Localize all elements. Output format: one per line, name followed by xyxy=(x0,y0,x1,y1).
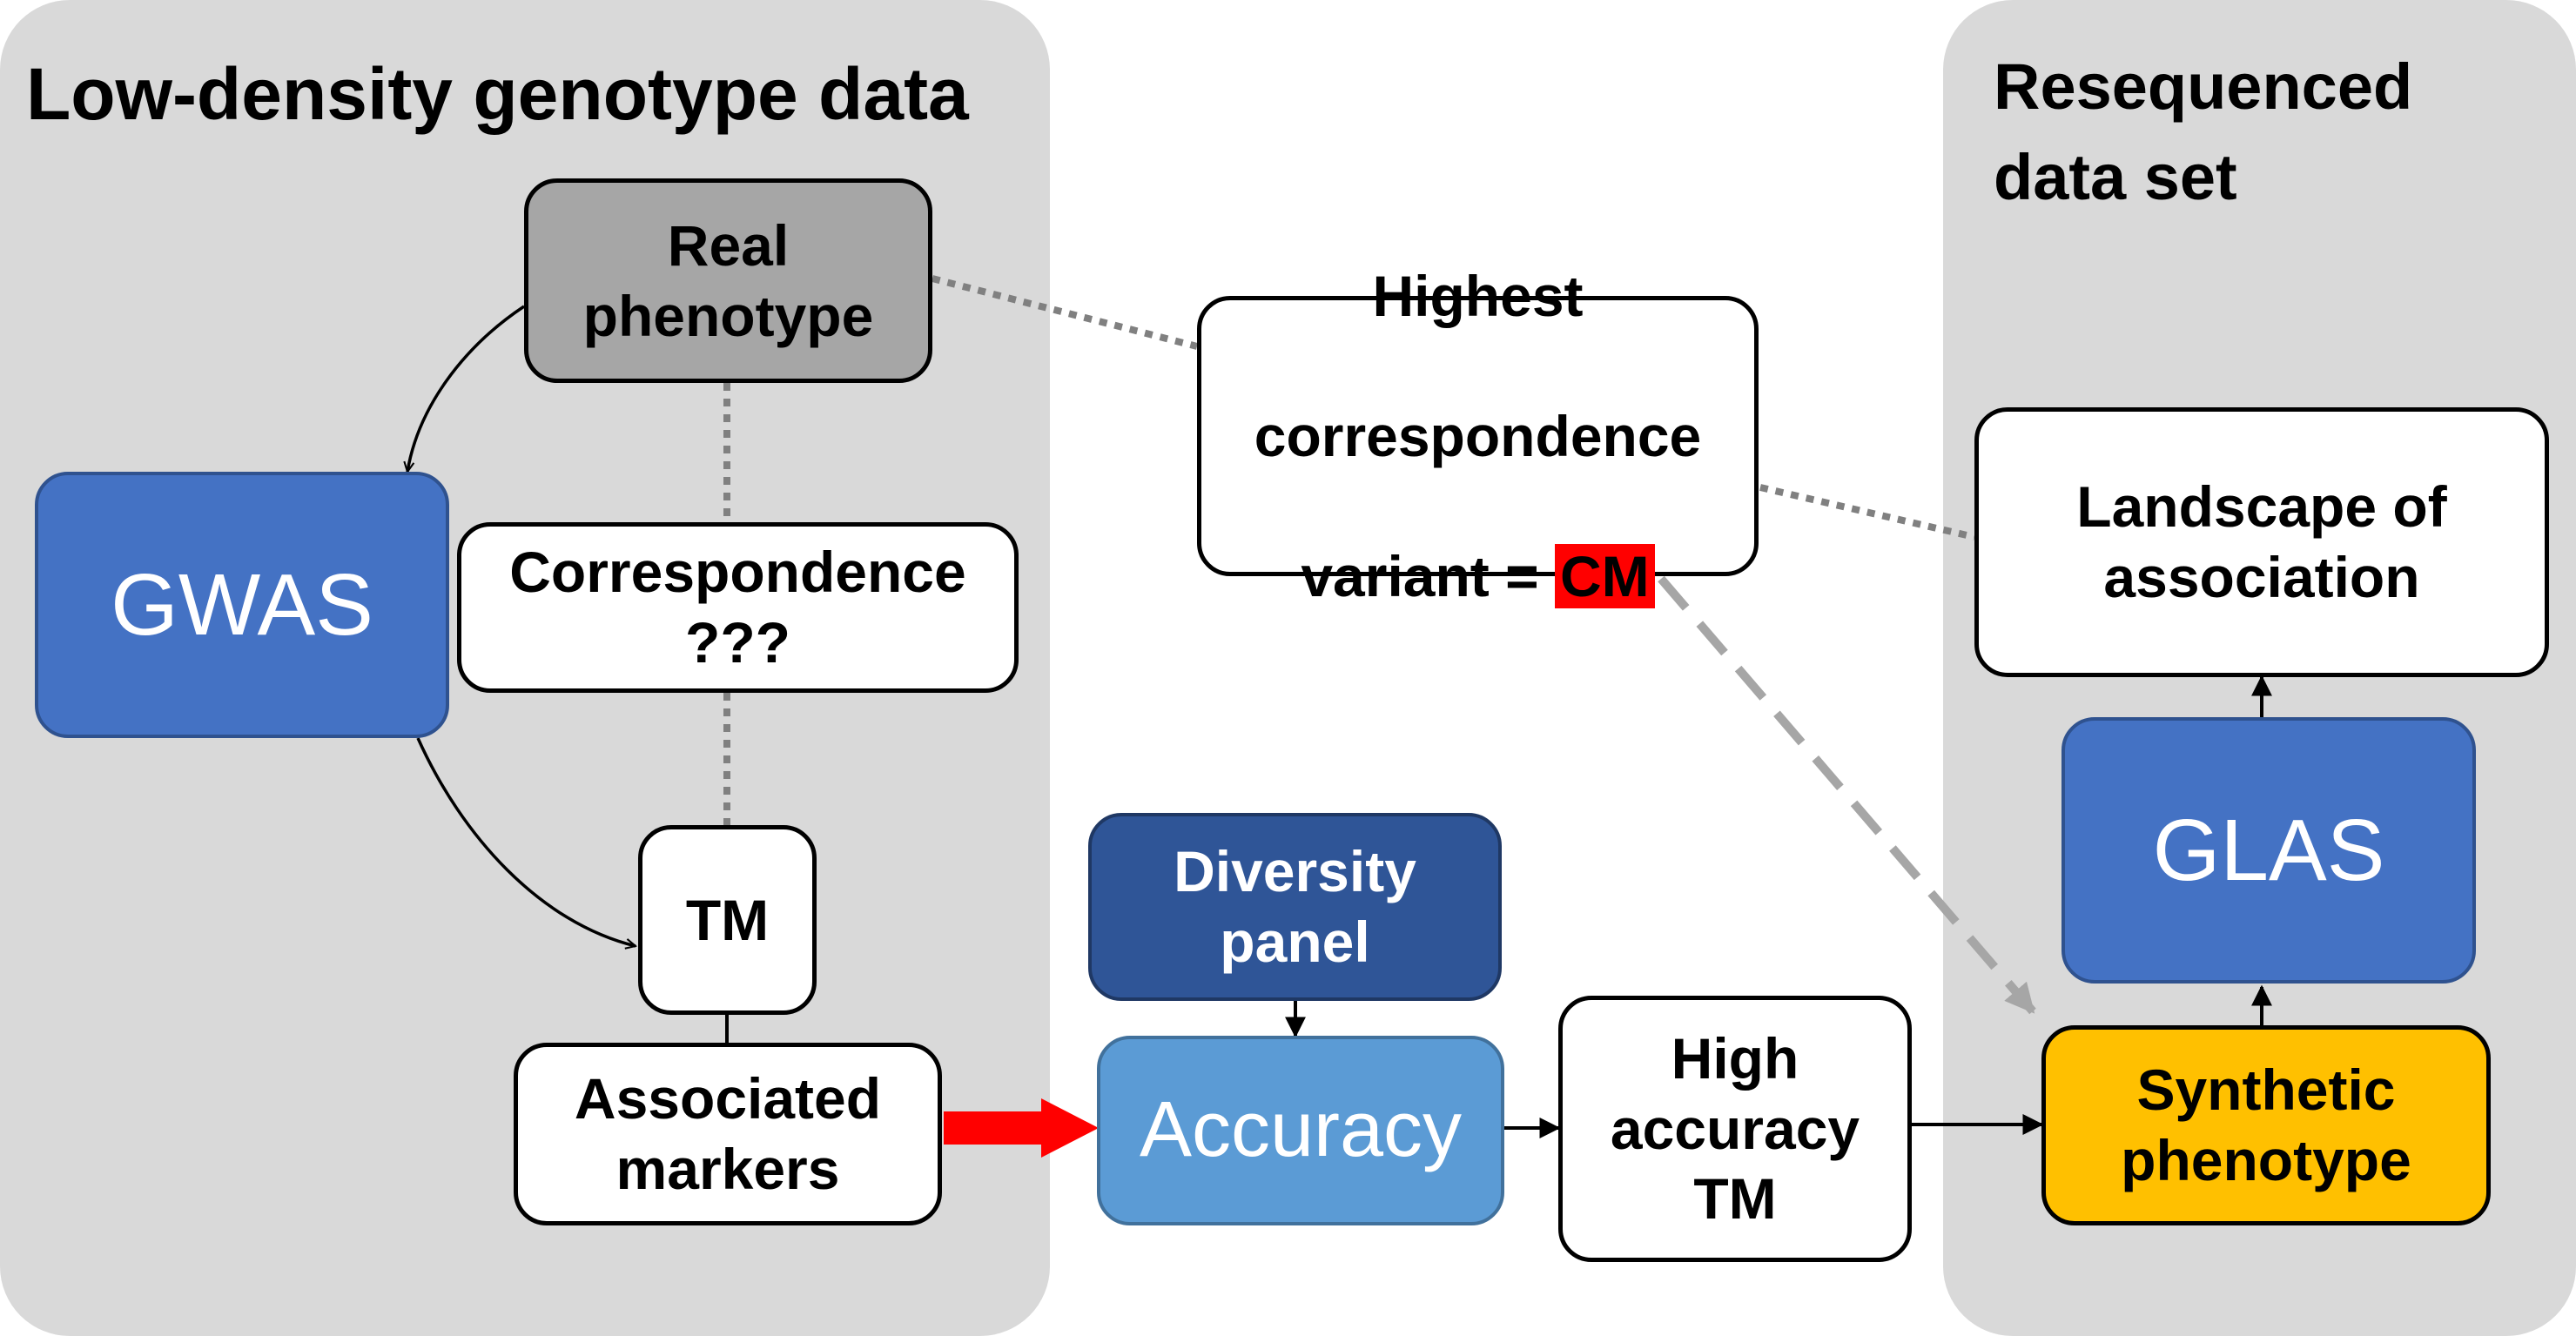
correspondence-box: Correspondence ??? xyxy=(457,522,1019,693)
arrow-gwas-to-tm xyxy=(416,737,636,946)
highest-line3-prefix: variant = xyxy=(1301,543,1555,608)
landscape-box: Landscape of association xyxy=(1974,407,2549,677)
associated-markers-box: Associated markers xyxy=(514,1043,942,1225)
red-arrow-associated-to-accuracy xyxy=(944,1098,1099,1158)
tm-box: TM xyxy=(638,825,817,1015)
real-phenotype-box: Real phenotype xyxy=(524,178,932,383)
highest-line3: variant = CM xyxy=(1254,541,1702,612)
arrow-phenotype-to-gwas xyxy=(407,305,525,472)
low-density-panel-title: Low-density genotype data xyxy=(26,53,969,135)
diversity-panel-box: Diversity panel xyxy=(1088,813,1502,1001)
glas-box: GLAS xyxy=(2061,717,2476,984)
high-accuracy-tm-box: High accuracy TM xyxy=(1558,996,1912,1262)
dashed-cm-to-synthetic xyxy=(1658,575,2036,1015)
gwas-box: GWAS xyxy=(35,472,449,738)
highest-correspondence-box: Highest correspondence variant = CM xyxy=(1197,264,1759,608)
synthetic-phenotype-box: Synthetic phenotype xyxy=(2041,1025,2491,1225)
dotted-highest-landscape xyxy=(1759,484,1975,540)
resequenced-title-line1: Resequenced xyxy=(1994,50,2413,123)
accuracy-box: Accuracy xyxy=(1097,1036,1504,1225)
highest-line1: Highest xyxy=(1372,263,1584,328)
highest-line2: correspondence xyxy=(1254,403,1702,468)
resequenced-panel-title: Resequenced data set xyxy=(1994,42,2412,222)
dotted-phenotype-highest xyxy=(932,275,1198,350)
cm-highlight: CM xyxy=(1555,543,1655,608)
resequenced-title-line2: data set xyxy=(1994,140,2237,213)
